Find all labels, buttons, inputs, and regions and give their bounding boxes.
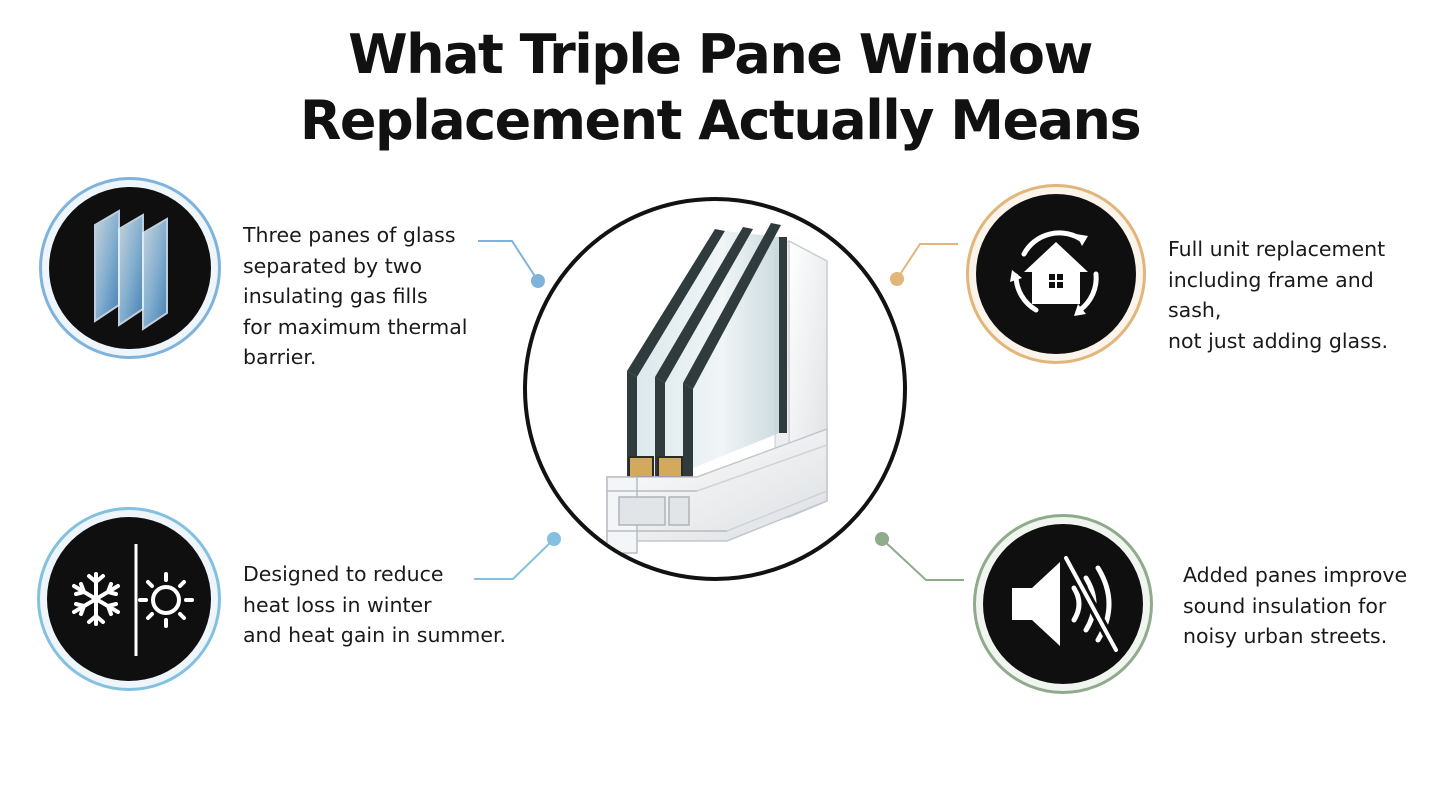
window-cross-section-image [523, 197, 907, 581]
muted-speaker-icon [1012, 553, 1121, 655]
connector-dot-bottom-left [547, 532, 561, 546]
glass-panes-icon [94, 209, 168, 331]
title-line-1: What Triple Pane Window [348, 23, 1093, 86]
connector-dot-top-left [531, 274, 545, 288]
connector-bottom-right [881, 538, 964, 581]
feature-icon-triple-glass [39, 177, 221, 359]
connector-dot-bottom-right [875, 532, 889, 546]
snowflake-icon [72, 572, 120, 626]
title-line-2: Replacement Actually Means [299, 89, 1142, 152]
feature-text-sound: Added panes improve sound insulation for… [1183, 563, 1408, 648]
feature-text-full-unit: Full unit replacement including frame an… [1168, 237, 1388, 353]
connector-dot-top-right [890, 272, 904, 286]
sun-icon [138, 572, 194, 628]
page-title: What Triple Pane Window Replacement Actu… [0, 22, 1440, 154]
house-cycle-icon [1010, 230, 1099, 316]
feature-text-triple-glass: Three panes of glass separated by two in… [243, 223, 468, 369]
connector-top-right [896, 243, 958, 280]
feature-icon-sound [973, 514, 1153, 694]
window-frame-illustration [606, 223, 828, 554]
connector-bottom-left [474, 538, 555, 580]
feature-text-climate: Designed to reduce heat loss in winter a… [243, 562, 507, 647]
connector-top-left [478, 240, 539, 282]
feature-icon-full-unit [966, 184, 1146, 364]
snowflake-sun-icon [72, 544, 194, 656]
feature-icon-climate [37, 507, 221, 691]
